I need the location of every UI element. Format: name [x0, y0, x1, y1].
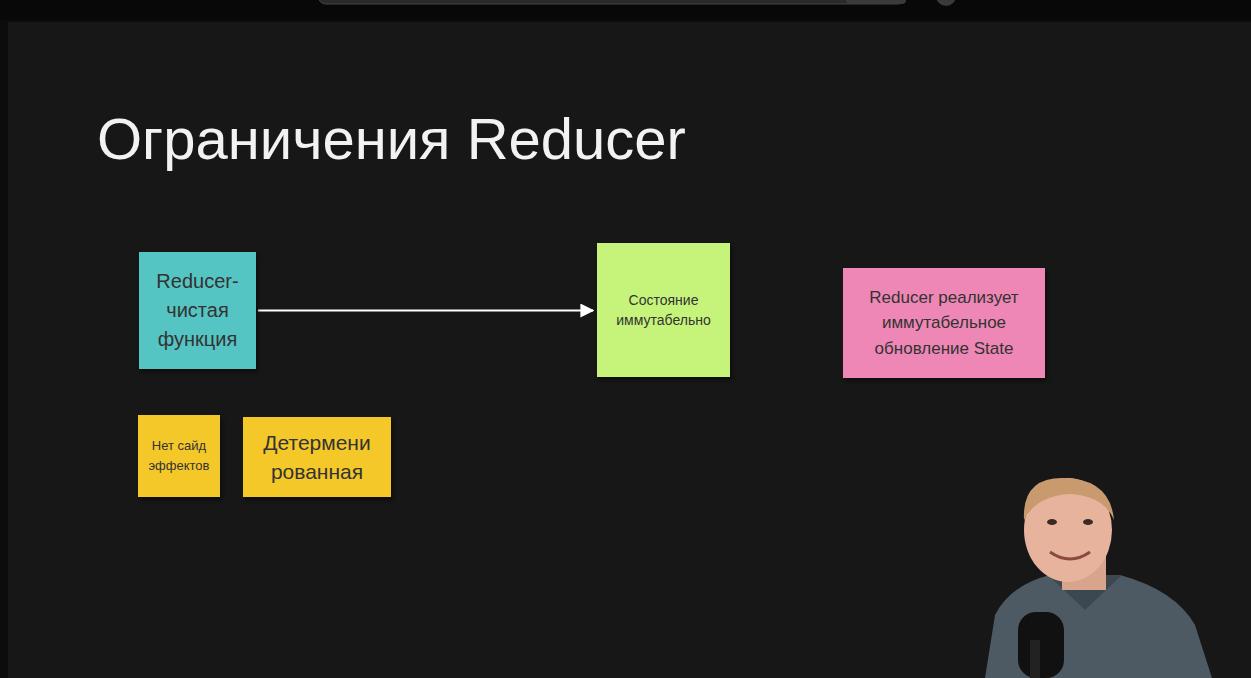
note-text: Нет сайд эффектов — [144, 436, 214, 476]
smile — [1050, 552, 1090, 559]
eye — [1083, 519, 1093, 525]
shirt — [985, 575, 1212, 678]
presenter — [985, 478, 1212, 678]
note-text: Reducer- чистая функция — [145, 267, 250, 354]
sticky-note: Reducer реализует иммутабельное обновлен… — [843, 268, 1045, 378]
hair — [1024, 478, 1114, 520]
mic-stand — [1030, 640, 1040, 678]
sticky-note: Reducer- чистая функция — [139, 252, 256, 369]
sticky-note: Нет сайд эффектов — [138, 415, 220, 497]
note-text: Детермени рованная — [249, 428, 385, 487]
note-text: Состояние иммутабельно — [603, 290, 724, 331]
address-button — [846, 0, 906, 4]
toolbar-icon — [936, 0, 956, 6]
note-text: Reducer реализует иммутабельное обновлен… — [849, 285, 1039, 362]
microphone — [1018, 612, 1064, 678]
eye — [1047, 519, 1057, 525]
slide-area — [8, 22, 1251, 678]
sticky-note: Детермени рованная — [243, 417, 391, 497]
sticky-note: Состояние иммутабельно — [597, 243, 730, 377]
address-bar — [318, 0, 906, 4]
arrow-connector — [258, 310, 593, 312]
slide-title: Ограничения Reducer — [97, 104, 686, 174]
